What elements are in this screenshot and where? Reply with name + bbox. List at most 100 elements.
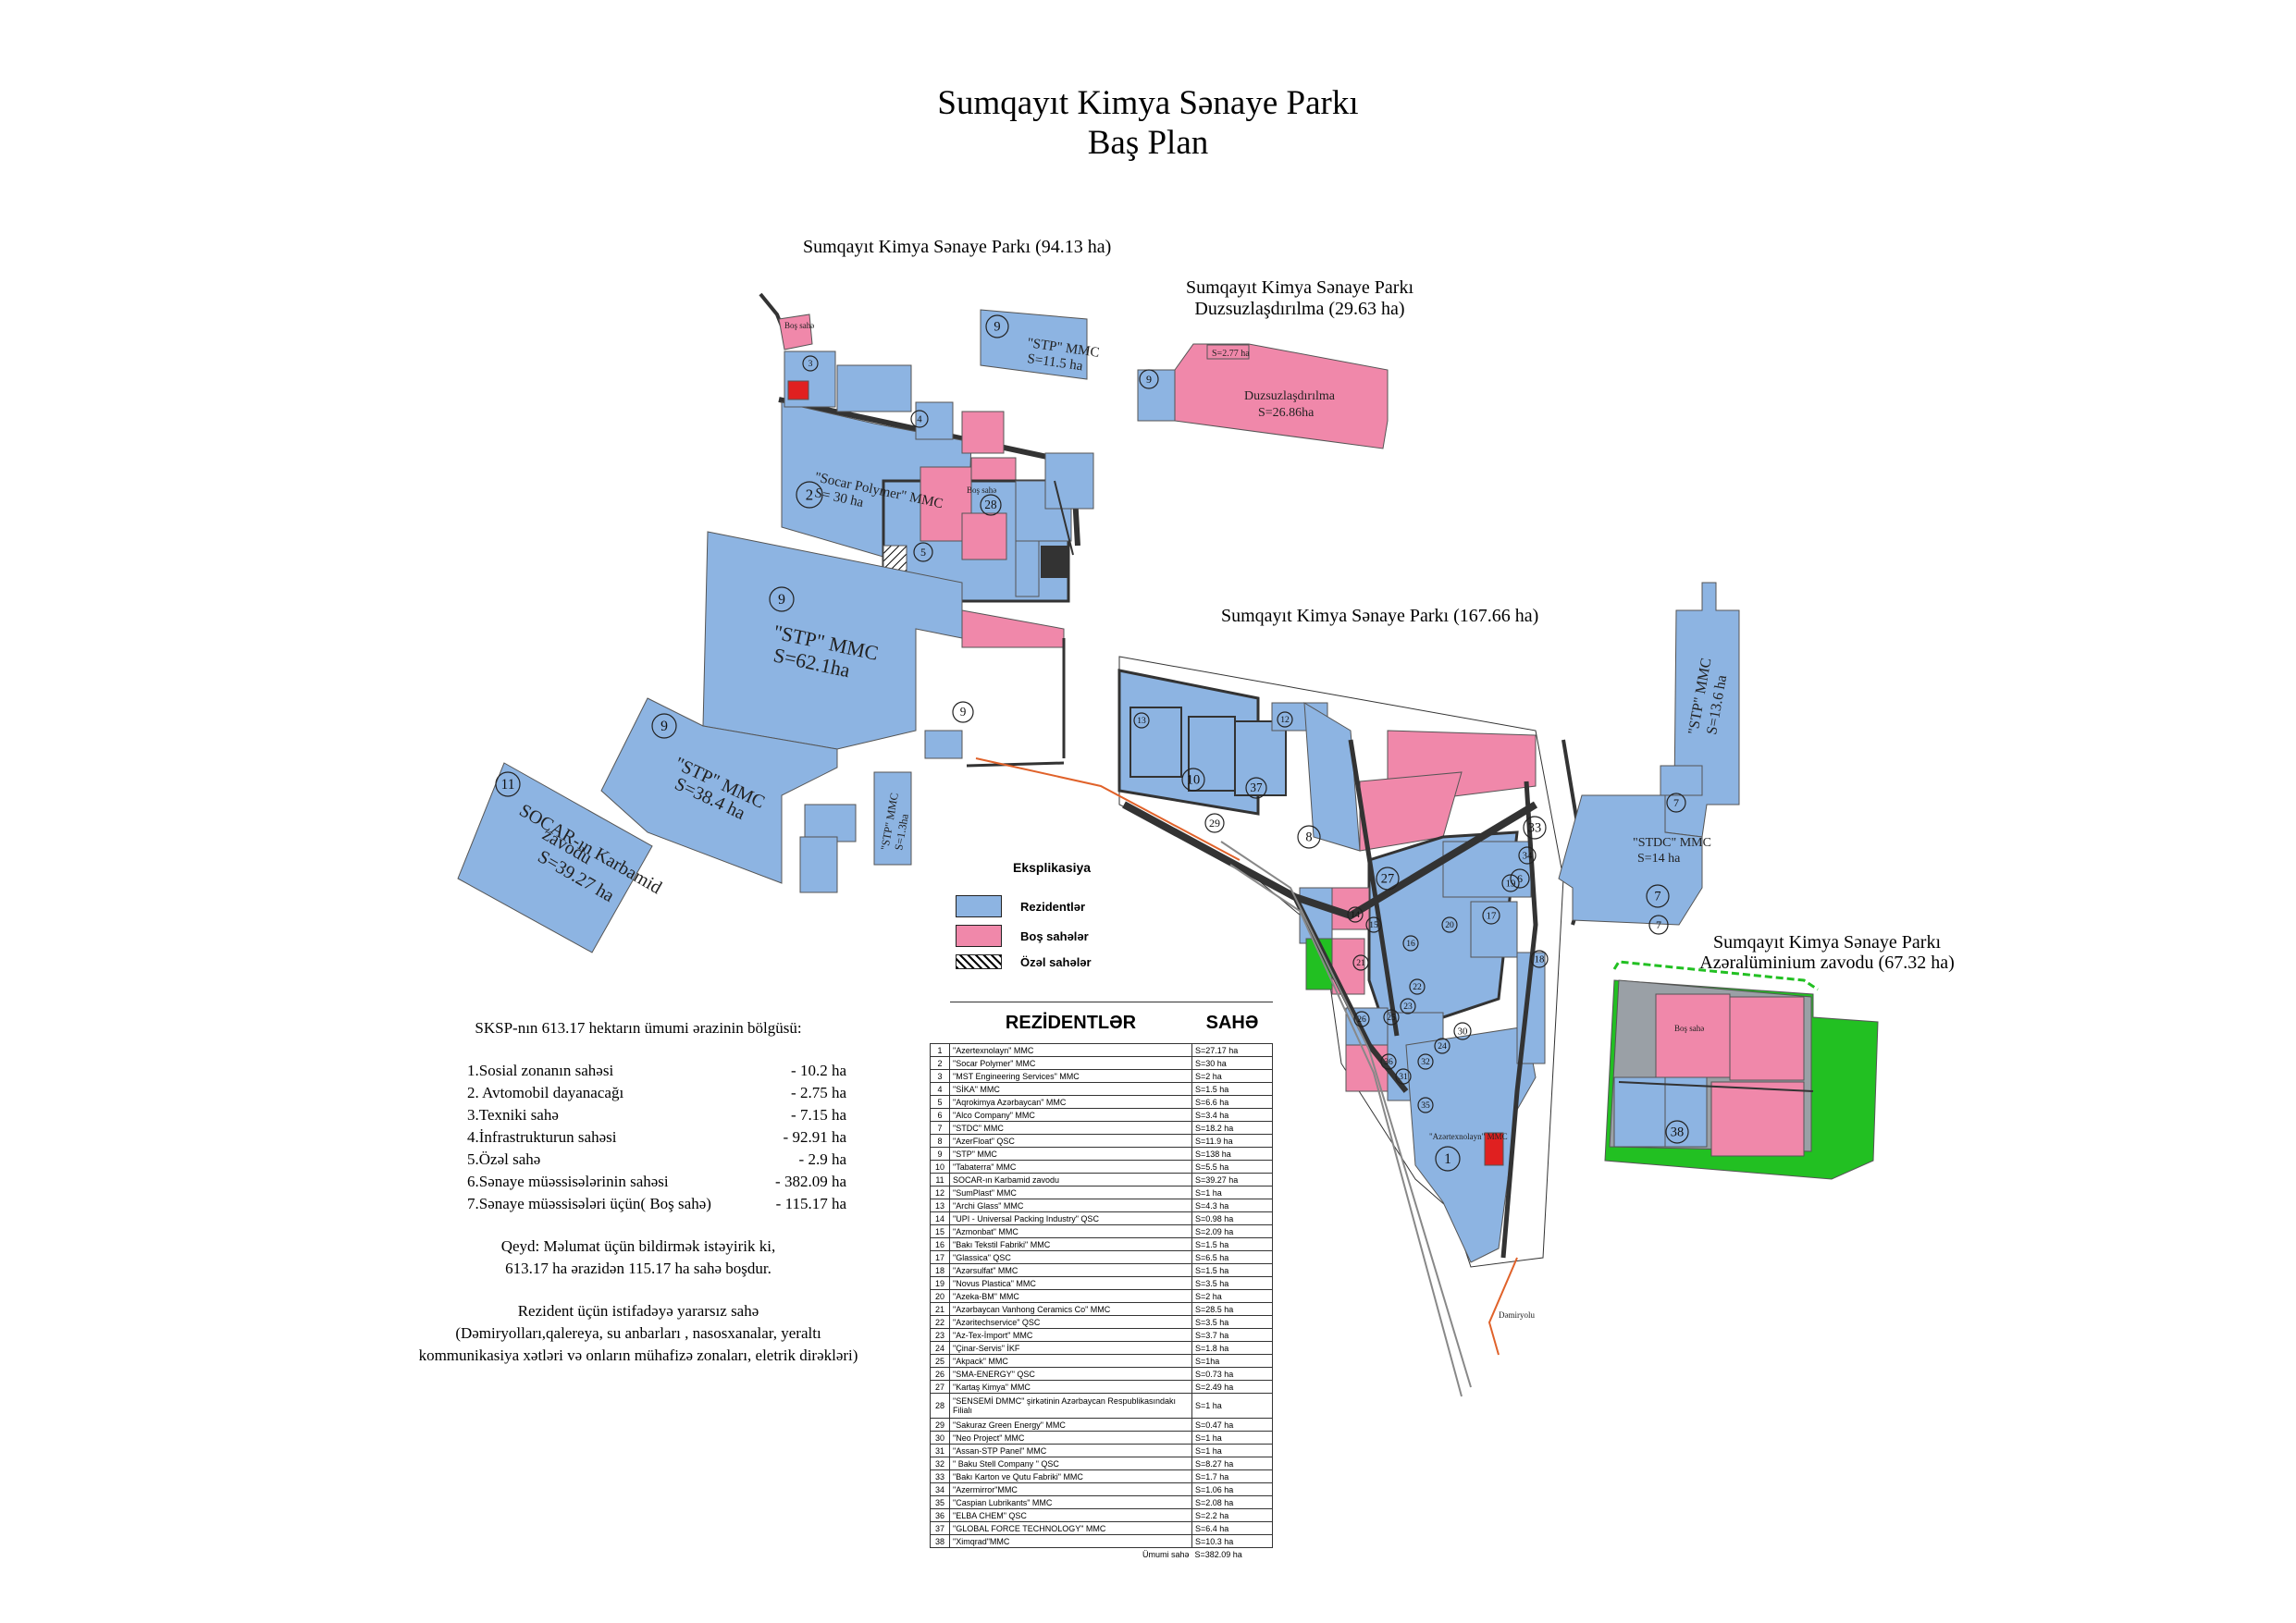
zone4-group	[1604, 960, 1879, 1180]
cell-name: "STDC" MMC	[949, 1121, 1192, 1135]
parcel-number: 18	[1535, 953, 1545, 965]
cell-name: "Ximqrad"MMC	[949, 1534, 1192, 1548]
zone-label-2b: Duzsuzlaşdırılma (29.63 ha)	[1194, 299, 1405, 319]
cell-area: S=30 ha	[1191, 1056, 1273, 1070]
summary-row: 3.Texniki sahə- 7.15 ha	[389, 1104, 888, 1126]
parcel-number-circle	[651, 713, 677, 739]
cell-number: 4	[930, 1082, 950, 1096]
parcel-number-circle	[1666, 793, 1686, 813]
cell-name: " Baku Stell Company " QSC	[949, 1457, 1192, 1470]
cell-number: 21	[930, 1302, 950, 1316]
cell-number: 28	[930, 1393, 950, 1419]
cell-area: S=4.3 ha	[1191, 1199, 1273, 1212]
cell-area: S=1.5 ha	[1191, 1237, 1273, 1251]
lbl-stdc-2: S=14 ha	[1637, 852, 1681, 866]
lbl-bos-aze: Boş sahə	[1674, 1024, 1704, 1033]
parcel-number: 9	[994, 320, 1000, 335]
cell-area: S=0.47 ha	[1191, 1418, 1273, 1432]
page-title: Sumqayıt Kimya Sənaye Parkı	[937, 84, 1359, 122]
parcel-number-circle	[1648, 915, 1669, 935]
parcel-number: 36	[1384, 1057, 1393, 1067]
cell-area: S=1.5 ha	[1191, 1263, 1273, 1277]
parcel-number: 14	[1351, 910, 1360, 920]
cell-name: "Azmonbat" MMC	[949, 1224, 1192, 1238]
parcel-number: 3	[809, 359, 813, 369]
cell-number: 22	[930, 1315, 950, 1329]
parcel-number-circle	[1139, 369, 1159, 389]
cell-name: "Assan-STP Panel" MMC	[949, 1444, 1192, 1457]
parcel-number: 34	[1523, 850, 1533, 861]
parcel-number: 33	[1528, 821, 1541, 836]
summary-row-label: 6.Sənaye müəssisələrinin sahəsi	[467, 1173, 669, 1190]
legend-title: Eksplikasiya	[1013, 860, 1092, 875]
parcel-number-circle	[985, 314, 1009, 338]
parcel-number: 35	[1421, 1100, 1430, 1111]
cell-area: S=1.06 ha	[1191, 1482, 1273, 1496]
lbl-stdc-1: "STDC" MMC	[1633, 836, 1711, 850]
cell-name: "SENSEMİ DMMC" şirkətinin Azərbaycan Res…	[949, 1393, 1192, 1419]
parcel-number-circle	[1353, 1011, 1370, 1027]
parcel-number-circle	[1435, 1146, 1461, 1172]
cell-number: 13	[930, 1199, 950, 1212]
parcel-number: 31	[1399, 1072, 1408, 1082]
summary-row: 1.Sosial zonanın sahəsi- 10.2 ha	[389, 1060, 888, 1082]
summary-row-value: - 2.9 ha	[798, 1150, 846, 1168]
zone2-group	[980, 309, 1389, 449]
parcel-number-circle	[1665, 1120, 1689, 1144]
legend-swatch-empty	[956, 925, 1002, 947]
parcel-bos-aze-1	[1655, 993, 1731, 1078]
lbl-demiryolu: Dəmiryolu	[1499, 1310, 1535, 1320]
cell-name: "Aqrokimya Azərbaycan" MMC	[949, 1095, 1192, 1109]
parcel-number-circle	[1434, 1038, 1450, 1054]
legend-item-residents: Rezidentlər	[956, 895, 1085, 917]
cell-area: S=11.9 ha	[1191, 1134, 1273, 1148]
cell-number: 8	[930, 1134, 950, 1148]
cell-number: 27	[930, 1380, 950, 1394]
cell-name: "Tabaterra" MMC	[949, 1160, 1192, 1174]
cell-name: "Glassica" QSC	[949, 1250, 1192, 1264]
summary-note2-line2: (Dəmiryolları,qalereya, su anbarları , n…	[455, 1324, 821, 1342]
table-row: 28"SENSEMİ DMMC" şirkətinin Azərbaycan R…	[930, 1393, 1273, 1419]
cell-number: 32	[930, 1457, 950, 1470]
summary-note-unusable: Rezident üçün istifadəyə yararsız sahə (…	[389, 1300, 888, 1367]
cell-area: S=2.2 ha	[1191, 1508, 1273, 1522]
parcel-number-circle	[1453, 1022, 1472, 1040]
cell-number: 16	[930, 1237, 950, 1251]
cell-name: "MST Engineering Services" MMC	[949, 1069, 1192, 1083]
cell-name: "AzerFloat" QSC	[949, 1134, 1192, 1148]
cell-area: S=8.27 ha	[1191, 1457, 1273, 1470]
summary-note: Qeyd: Məlumat üçün bildirmək istəyirik k…	[389, 1236, 888, 1280]
summary-note2-line1: Rezident üçün istifadəyə yararsız sahə	[517, 1302, 759, 1320]
cell-name: "Caspian Lubrikants" MMC	[949, 1495, 1192, 1509]
lbl-azertexnolayn: "Azərtexnolayn" MMC	[1429, 1132, 1508, 1141]
residents-table-header: REZİDENTLƏR SAHƏ	[931, 1002, 1273, 1044]
parcel-socar-karbamid	[457, 762, 653, 953]
cell-area: S=2.08 ha	[1191, 1495, 1273, 1509]
lbl-bos-mid: Boş sahə	[967, 486, 996, 495]
parcel-stp-38	[600, 697, 838, 884]
cell-number: 24	[930, 1341, 950, 1355]
parcel-number-circle	[1646, 884, 1670, 908]
cell-area: S=27.17 ha	[1191, 1043, 1273, 1057]
cell-name: "Bakı Tekstil Fabriki" MMC	[949, 1237, 1192, 1251]
parcel-number: 38	[1671, 1125, 1684, 1140]
cell-number: 20	[930, 1289, 950, 1303]
parcel-number-circle	[1510, 868, 1530, 889]
cell-area: S=1.5 ha	[1191, 1082, 1273, 1096]
parcel-number-circle	[1365, 916, 1382, 933]
